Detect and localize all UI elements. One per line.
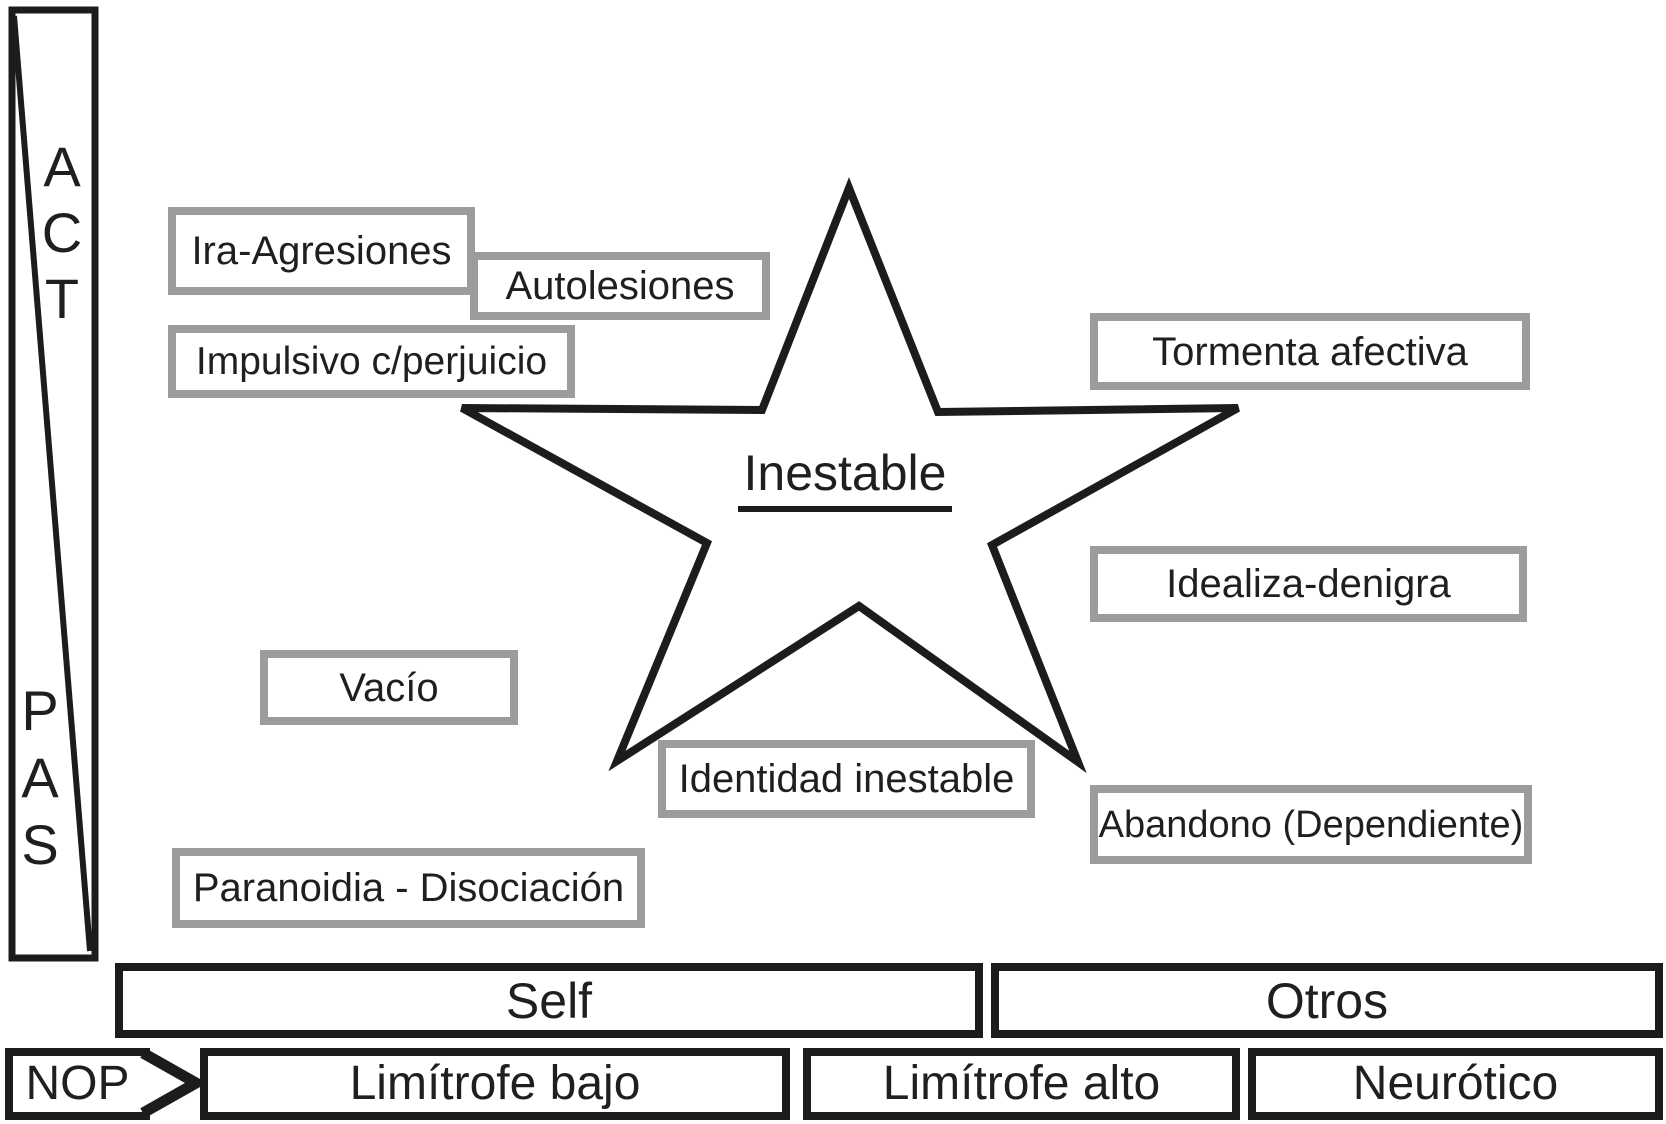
axis-letter: S <box>21 813 59 876</box>
symptom-label: Autolesiones <box>505 264 735 308</box>
spectrum-box-limitrofe-bajo: Limítrofe bajo <box>200 1048 790 1120</box>
star-center-label-text: Inestable <box>737 448 953 512</box>
axis-label-pas: P A S <box>15 677 65 878</box>
symptom-label: Identidad inestable <box>678 757 1015 801</box>
spectrum-box-neurotico: Neurótico <box>1248 1048 1663 1120</box>
axis-letter: A <box>43 135 81 198</box>
axis-letter: A <box>21 746 59 809</box>
axis-label-act: A C T <box>37 134 87 332</box>
band-label: Otros <box>1265 972 1389 1029</box>
symptom-box-paranoidia-disociacion: Paranoidia - Disociación <box>172 848 645 928</box>
spectrum-label: NOP <box>25 1057 130 1110</box>
symptom-box-tormenta-afectiva: Tormenta afectiva <box>1090 313 1530 390</box>
band-label: Self <box>505 972 593 1029</box>
symptom-box-ira-agresiones: Ira-Agresiones <box>168 207 475 295</box>
symptom-label: Ira-Agresiones <box>191 229 452 273</box>
spectrum-label: Neurótico <box>1352 1057 1559 1110</box>
star-center-label: Inestable <box>685 448 1005 512</box>
nop-arrow-icon <box>140 1048 208 1118</box>
symptom-box-autolesiones: Autolesiones <box>470 252 770 320</box>
symptom-label: Idealiza-denigra <box>1166 562 1451 606</box>
band-otros: Otros <box>991 963 1663 1038</box>
axis-letter: T <box>44 267 80 330</box>
axis-letter: P <box>21 679 59 742</box>
symptom-box-identidad-inestable: Identidad inestable <box>658 740 1035 818</box>
symptom-label: Impulsivo c/perjuicio <box>195 340 548 383</box>
symptom-label: Tormenta afectiva <box>1152 329 1468 374</box>
symptom-box-impulsivo: Impulsivo c/perjuicio <box>168 325 575 398</box>
symptom-label: Paranoidia - Disociación <box>192 866 625 910</box>
band-self: Self <box>115 963 983 1038</box>
symptom-box-idealiza-denigra: Idealiza-denigra <box>1090 546 1527 622</box>
spectrum-label: Limítrofe alto <box>882 1057 1161 1110</box>
symptom-label: Vacío <box>339 665 439 710</box>
symptom-box-abandono: Abandono (Dependiente) <box>1090 785 1532 864</box>
symptom-label: Abandono (Dependiente) <box>1098 803 1524 846</box>
spectrum-box-nop: NOP <box>5 1048 150 1120</box>
spectrum-box-limitrofe-alto: Limítrofe alto <box>803 1048 1240 1120</box>
symptom-box-vacio: Vacío <box>260 650 518 725</box>
axis-letter: C <box>41 201 83 264</box>
spectrum-label: Limítrofe bajo <box>349 1057 641 1110</box>
